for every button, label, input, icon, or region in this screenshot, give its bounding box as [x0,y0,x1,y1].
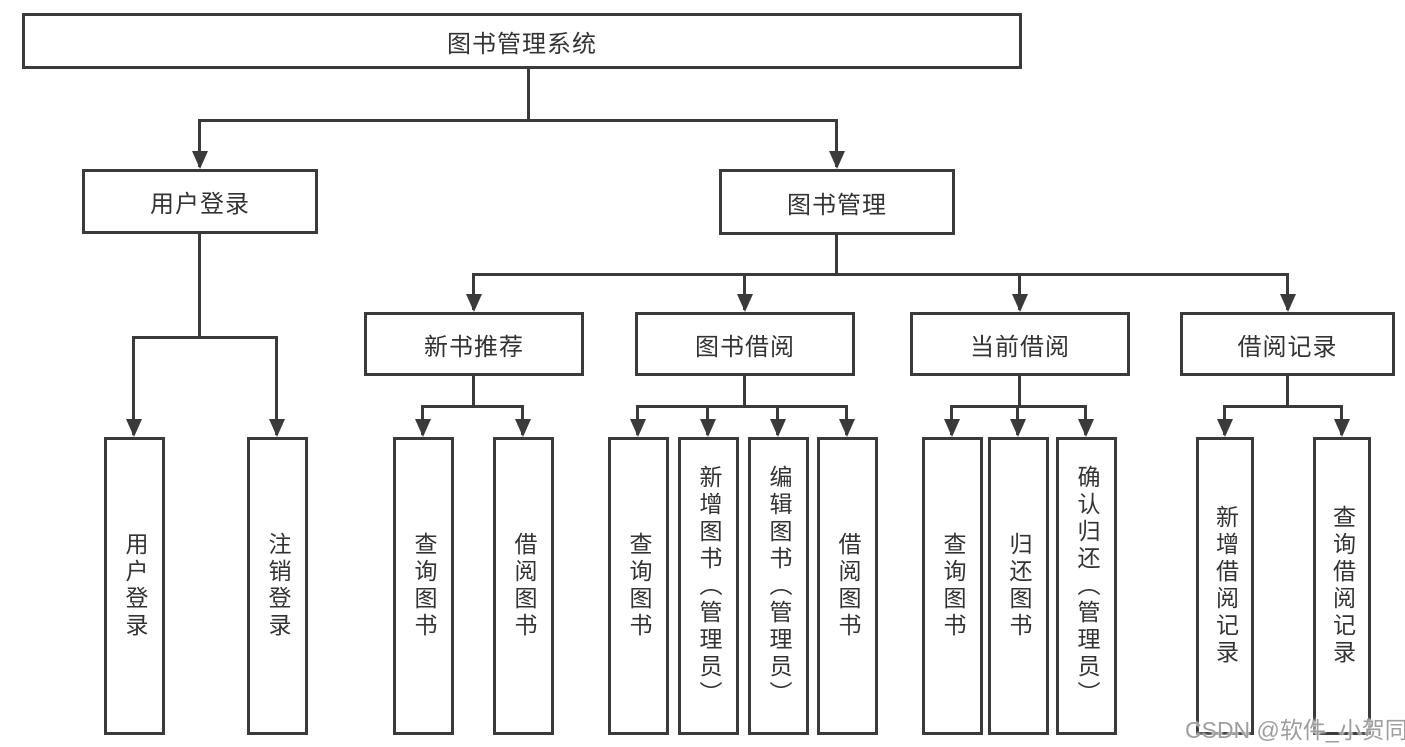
arrowhead-rec-query2 [1334,419,1350,437]
connector-management-stem [835,235,838,275]
leaf-current-query-books: 查询图书 [922,437,983,735]
connector-arrow-shaft-borrow [743,273,746,310]
leaf-user-login-label: 用户登录 [122,532,148,640]
leaf-current-confirm-return-admin-label: 确认归还（管理员） [1074,464,1100,708]
node-new-book-recommend: 新书推荐 [364,312,584,376]
connector-recommend-stem [472,376,475,407]
node-borrow-records-label: 借阅记录 [1237,333,1338,361]
node-current-borrow: 当前借阅 [910,312,1130,376]
node-book-borrow: 图书借阅 [635,312,855,376]
leaf-borrow-borrow-books: 借阅图书 [817,437,878,735]
leaf-current-return-books: 归还图书 [988,437,1049,735]
leaf-user-login: 用户登录 [104,437,165,735]
connector-arrow-shaft-leaf-user-login [132,336,135,435]
leaf-add-borrow-record-label: 新增借阅记录 [1212,505,1239,667]
node-user-login-label: 用户登录 [150,191,250,218]
leaf-recommend-borrow-books: 借阅图书 [493,437,554,735]
arrowhead-rec-add [1217,419,1233,437]
node-library-system: 图书管理系统 [22,13,1022,69]
leaf-query-borrow-record: 查询借阅记录 [1313,437,1371,735]
arrowhead-leaf-logout [269,419,285,437]
node-current-borrow-label: 当前借阅 [970,333,1070,361]
connector-arrow-shaft-records [1286,273,1289,310]
node-book-borrow-label: 图书借阅 [695,333,795,361]
leaf-logout-label: 注销登录 [265,532,291,640]
leaf-borrow-add-books-admin: 新增图书（管理员） [678,437,739,735]
connector-borrow-stem [743,376,746,407]
arrowhead-book-management [829,151,845,169]
node-book-management-label: 图书管理 [787,191,887,219]
arrowhead-records [1280,294,1296,312]
leaf-borrow-borrow-books-label: 借阅图书 [835,532,861,640]
connector-management-rail [474,273,1288,276]
leaf-recommend-query-books-label: 查询图书 [411,532,437,640]
connector-records-stem [1286,376,1289,407]
leaf-query-borrow-record-label: 查询借阅记录 [1329,505,1356,667]
leaf-current-query-books-label: 查询图书 [940,532,966,640]
arrowhead-cur-confirm [1078,419,1094,437]
arrowhead-cur-query [944,419,960,437]
connector-root-stem [527,69,530,122]
leaf-borrow-add-books-admin-label: 新增图书（管理员） [696,464,722,708]
arrowhead-bor-borrow [839,419,855,437]
leaf-current-return-books-label: 归还图书 [1006,532,1032,640]
arrowhead-bor-add [700,419,716,437]
connector-arrow-shaft-current [1018,273,1021,310]
node-book-management: 图书管理 [719,169,955,235]
leaf-add-borrow-record: 新增借阅记录 [1196,437,1254,735]
leaf-current-confirm-return-admin: 确认归还（管理员） [1056,437,1117,735]
connector-arrow-shaft-leaf-logout [275,336,278,435]
connector-recommend-rail [423,405,523,408]
connector-current-stem [1018,376,1021,407]
arrowhead-bor-query [630,419,646,437]
arrowhead-rec-query [415,419,431,437]
connector-records-rail [1225,405,1342,408]
leaf-borrow-edit-books-admin-label: 编辑图书（管理员） [766,464,792,708]
csdn-watermark: CSDN @软件_小贺同学 [1185,717,1405,743]
node-new-book-recommend-label: 新书推荐 [424,333,524,361]
connector-arrow-shaft-recommend [472,273,475,310]
leaf-borrow-query-books-label: 查询图书 [626,532,652,640]
arrowhead-user-login [192,151,208,169]
arrowhead-leaf-user-login [126,419,142,437]
arrowhead-current [1012,294,1028,312]
leaf-logout: 注销登录 [247,437,308,735]
leaf-borrow-query-books: 查询图书 [608,437,669,735]
connector-login-stem [198,234,201,338]
arrowhead-bor-edit [770,419,786,437]
arrowhead-borrow [737,294,753,312]
arrowhead-cur-return [1010,419,1026,437]
connector-borrow-rail [638,405,847,408]
connector-current-rail [952,405,1086,408]
leaf-recommend-borrow-books-label: 借阅图书 [511,532,537,640]
node-library-system-label: 图书管理系统 [447,30,597,58]
connector-arrow-shaft-book-management [835,119,838,167]
leaf-recommend-query-books: 查询图书 [393,437,454,735]
connector-login-rail [134,336,277,339]
node-user-login: 用户登录 [82,169,318,234]
arrowhead-recommend [466,294,482,312]
node-borrow-records: 借阅记录 [1180,312,1395,376]
connector-root-rail [199,119,837,122]
connector-arrow-shaft-user-login [198,119,201,167]
leaf-borrow-edit-books-admin: 编辑图书（管理员） [748,437,809,735]
arrowhead-rec-borrow [515,419,531,437]
